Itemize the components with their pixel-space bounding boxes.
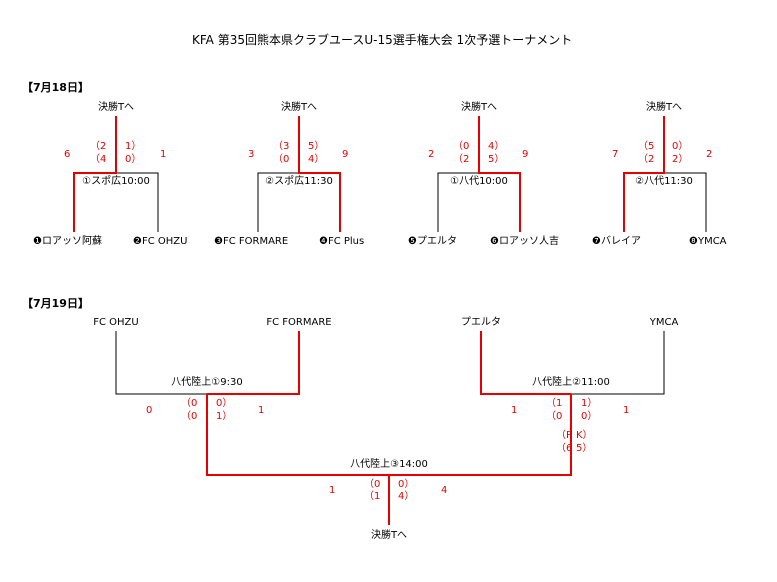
team-name: ❸FC FORMARE xyxy=(214,236,289,247)
pk-left-2: （6 xyxy=(556,443,573,454)
team-name: ❼バレイア xyxy=(592,236,641,247)
score-left: 6 xyxy=(64,149,71,160)
half-left-1: （2 xyxy=(90,141,107,152)
score-right: 1 xyxy=(623,405,630,416)
score-right: 9 xyxy=(522,149,529,160)
half-right-1: 0） xyxy=(216,398,233,409)
half-left-1: （5 xyxy=(638,141,655,152)
final-label: 決勝Tへ xyxy=(97,102,135,113)
half-right-1: 0） xyxy=(672,141,689,152)
half-left-1: （0 xyxy=(453,141,470,152)
half-left-1: （1 xyxy=(546,398,563,409)
half-right-1: 0） xyxy=(398,479,415,490)
half-left-1: （0 xyxy=(181,398,198,409)
half-right-1: 4） xyxy=(488,141,505,152)
pk-right-1: K） xyxy=(576,430,593,441)
final-label: 決勝Tへ xyxy=(645,102,683,113)
score-right: 1 xyxy=(160,149,167,160)
half-right-2: 1） xyxy=(216,411,233,422)
half-left-1: （0 xyxy=(364,479,381,490)
venue-label: ②八代11:30 xyxy=(635,176,693,187)
half-right-1: 1） xyxy=(581,398,598,409)
half-right-2: 4） xyxy=(398,491,415,502)
winner-line xyxy=(480,331,571,395)
team-name: ❶ロアッソ阿蘇 xyxy=(33,236,102,247)
score-left: 1 xyxy=(511,405,518,416)
team-name: ❽YMCA xyxy=(689,236,727,247)
venue-label: ①八代10:00 xyxy=(450,176,508,187)
score-right: 1 xyxy=(258,405,265,416)
score-right: 2 xyxy=(706,149,713,160)
page-title: KFA 第35回熊本県クラブユースU-15選手権大会 1次予選トーナメント xyxy=(192,33,573,47)
score-right: 4 xyxy=(441,485,448,496)
half-right-2: 4） xyxy=(308,154,325,165)
half-right-1: 1） xyxy=(125,141,142,152)
score-right: 9 xyxy=(342,149,349,160)
half-left-2: （2 xyxy=(638,154,655,165)
team-name: ❷FC OHZU xyxy=(133,236,188,247)
final-label: 決勝Tへ xyxy=(370,530,408,541)
venue-label: 八代陸上②11:00 xyxy=(532,377,610,388)
half-right-2: 2） xyxy=(672,154,689,165)
winner-line xyxy=(298,116,341,232)
half-right-2: 5） xyxy=(488,154,505,165)
score-left: 2 xyxy=(428,149,435,160)
half-left-2: （0 xyxy=(181,411,198,422)
winner-line xyxy=(207,331,300,395)
winner-line xyxy=(623,116,665,232)
score-left: 7 xyxy=(612,149,619,160)
half-right-2: 0） xyxy=(581,411,598,422)
half-left-1: （3 xyxy=(273,141,290,152)
final-label: 決勝Tへ xyxy=(280,102,318,113)
team-name: ❻ロアッソ人吉 xyxy=(490,236,559,247)
final-label: 決勝Tへ xyxy=(460,102,498,113)
half-left-2: （1 xyxy=(364,491,381,502)
half-left-2: （4 xyxy=(90,154,107,165)
date-label-day1: 【7月18日】 xyxy=(22,81,89,94)
half-right-1: 5） xyxy=(308,141,325,152)
team-name: プエルタ xyxy=(461,317,501,328)
date-label-day2: 【7月19日】 xyxy=(22,297,89,310)
team-name: ❺プエルタ xyxy=(408,236,457,247)
half-left-2: （0 xyxy=(546,411,563,422)
team-name: ❹FC Plus xyxy=(319,236,365,247)
winner-line xyxy=(478,116,521,232)
score-left: 1 xyxy=(329,485,336,496)
venue-label: 八代陸上①9:30 xyxy=(171,377,243,388)
half-left-2: （2 xyxy=(453,154,470,165)
venue-label: ①スポ広10:00 xyxy=(82,176,150,187)
team-name: FC FORMARE xyxy=(266,317,332,328)
venue-label: 八代陸上③14:00 xyxy=(350,459,428,470)
pk-left-1: （P xyxy=(556,430,573,441)
pk-right-2: 5） xyxy=(576,443,593,454)
half-left-2: （0 xyxy=(273,154,290,165)
venue-label: ②スポ広11:30 xyxy=(265,176,333,187)
score-left: 3 xyxy=(248,149,255,160)
team-name: FC OHZU xyxy=(93,317,139,328)
winner-line xyxy=(73,116,117,232)
team-name: YMCA xyxy=(649,317,679,328)
score-left: 0 xyxy=(146,405,153,416)
half-right-2: 0） xyxy=(125,154,142,165)
